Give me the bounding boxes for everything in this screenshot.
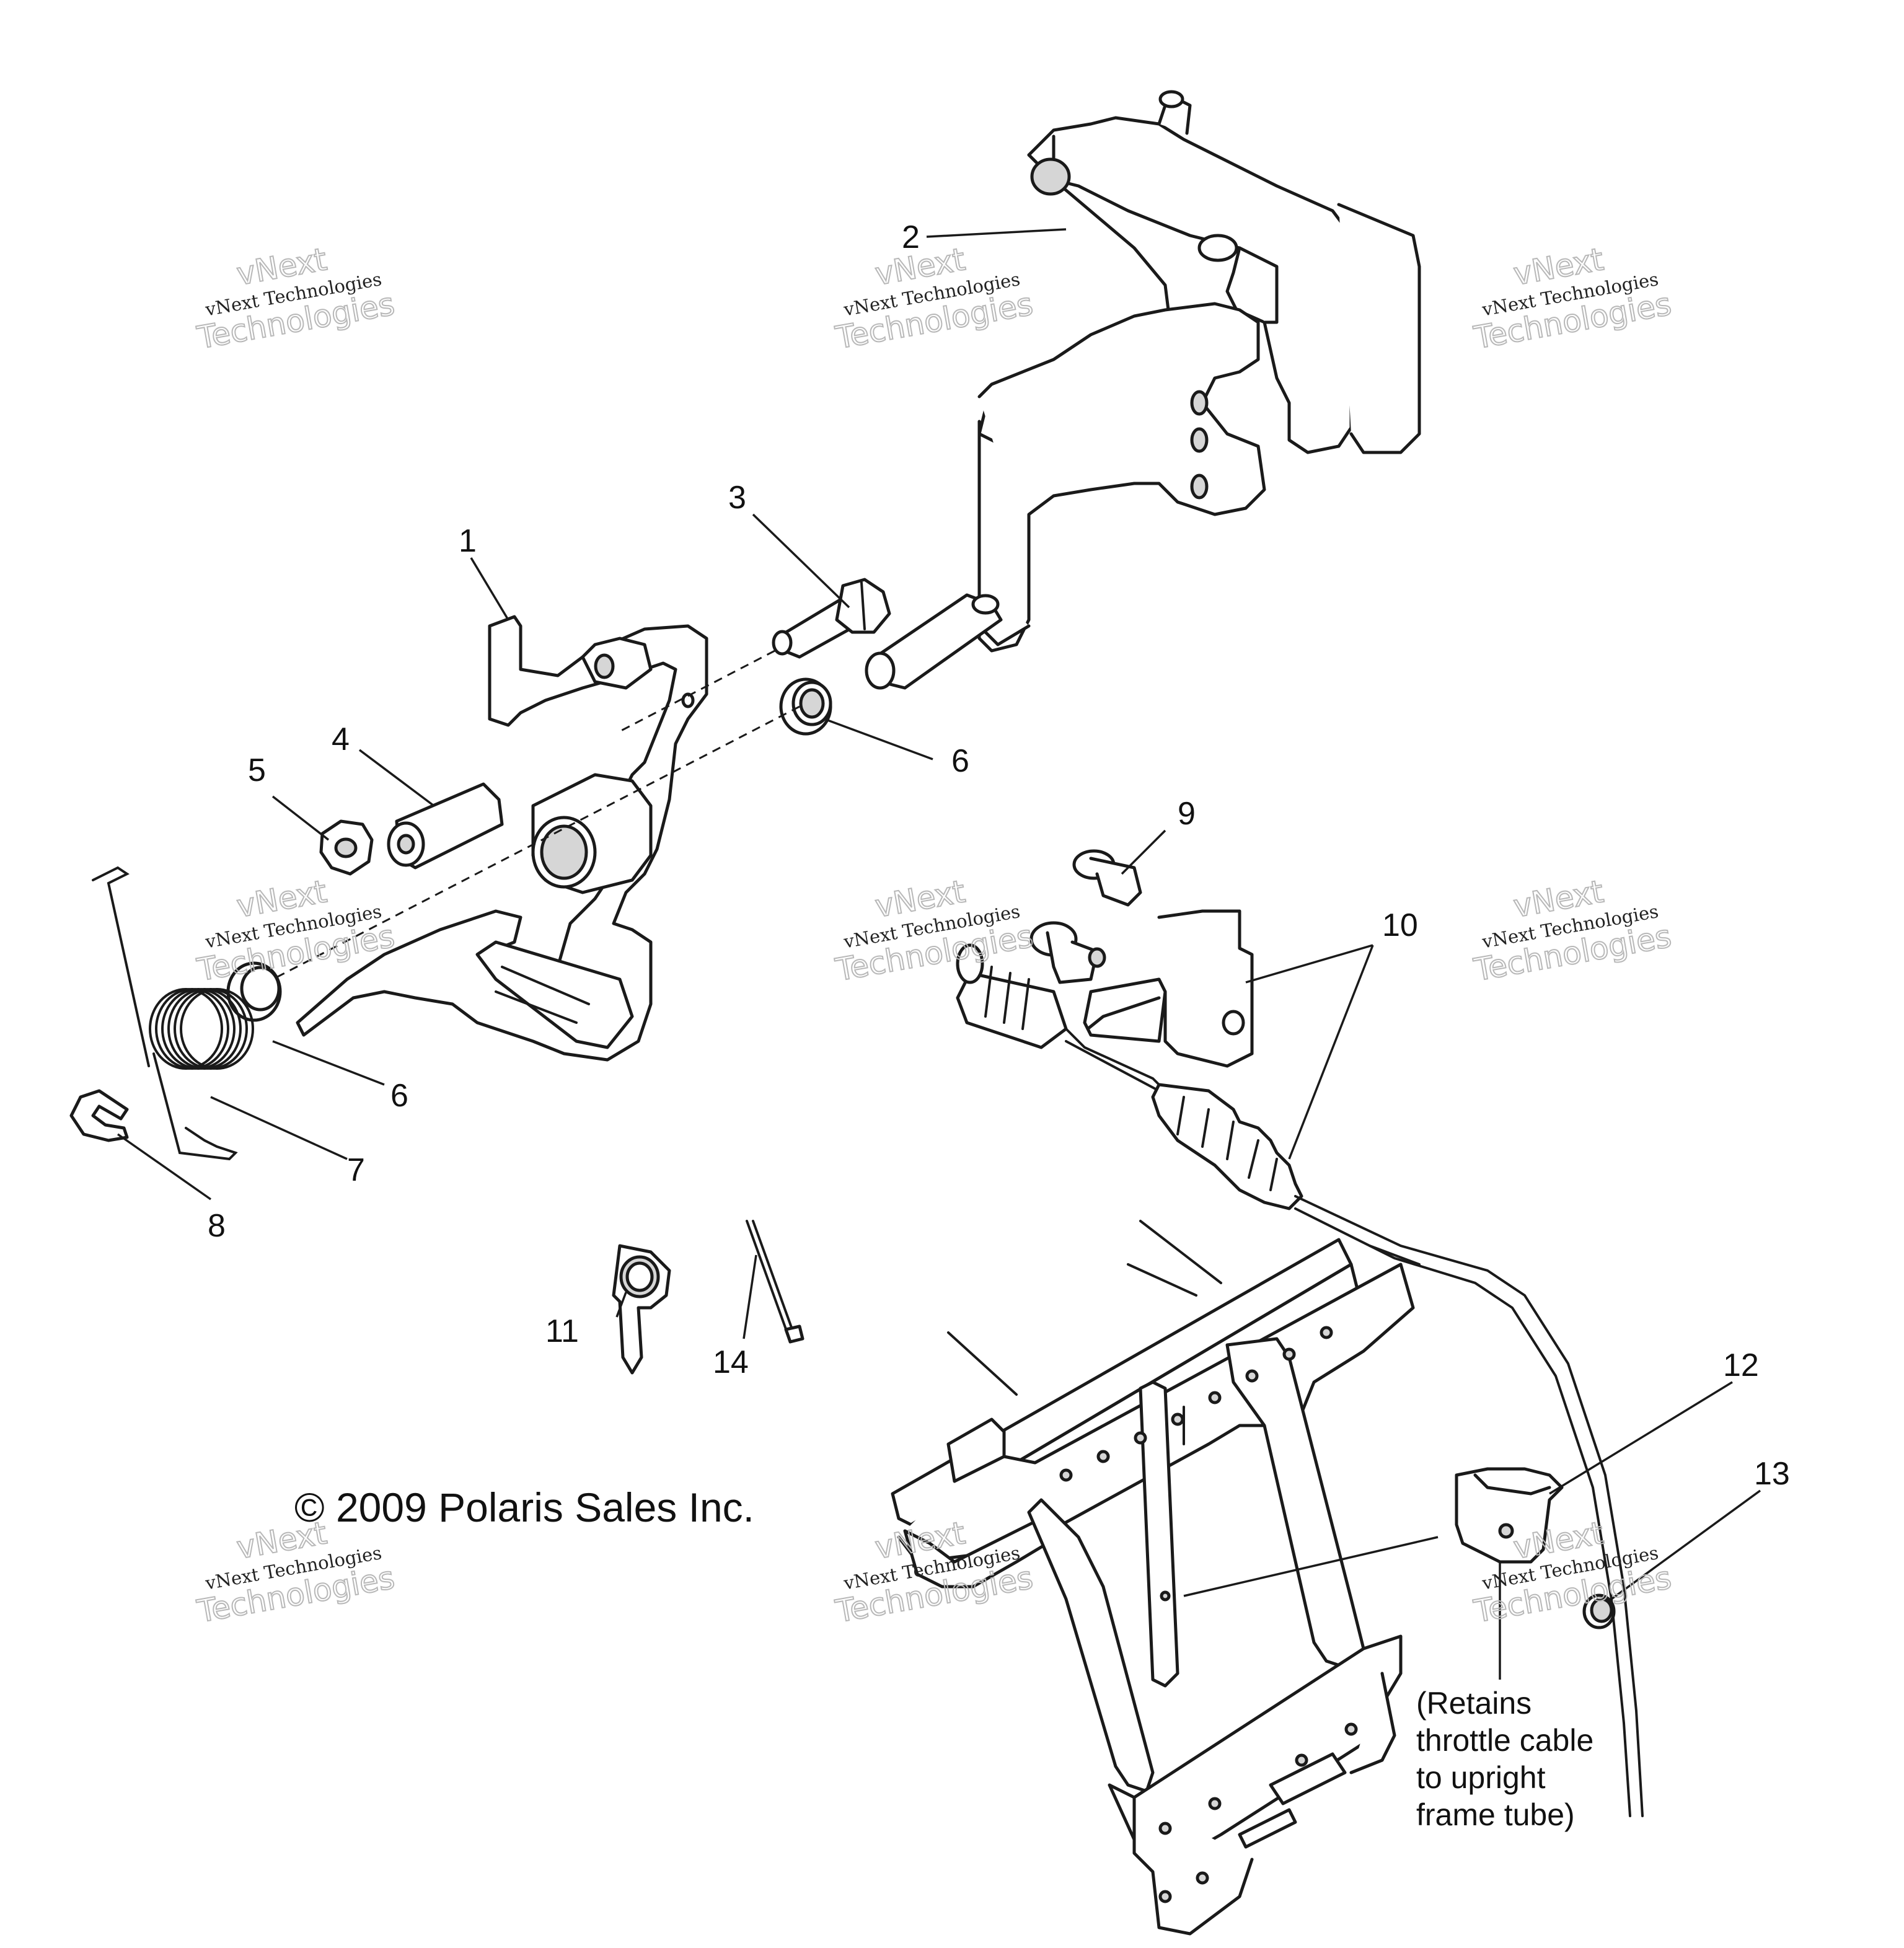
callout-14: 14 bbox=[713, 1344, 749, 1380]
callout-6-upper: 6 bbox=[951, 743, 969, 779]
sleeve-part-4 bbox=[387, 782, 504, 870]
callout-6-lower: 6 bbox=[390, 1078, 408, 1114]
cable-tie-part-14 bbox=[746, 1220, 804, 1344]
bolt-part-9 bbox=[1029, 849, 1142, 984]
callout-8: 8 bbox=[208, 1208, 226, 1244]
watermark-3: vNext vNext Technologies Technologies bbox=[1470, 240, 1674, 356]
bushing-part-6-upper bbox=[779, 677, 832, 736]
watermark-6: vNext vNext Technologies Technologies bbox=[1470, 873, 1674, 989]
callout-10: 10 bbox=[1382, 907, 1418, 943]
bolt-part-3 bbox=[772, 578, 891, 659]
callout-13: 13 bbox=[1754, 1456, 1790, 1492]
e-clip-part-8 bbox=[69, 1089, 129, 1142]
note-line-1: (Retains bbox=[1416, 1686, 1532, 1721]
copyright-notice: © 2009 Polaris Sales Inc. bbox=[294, 1484, 754, 1530]
callout-12: 12 bbox=[1723, 1347, 1759, 1383]
callout-9: 9 bbox=[1178, 796, 1196, 832]
callout-3: 3 bbox=[728, 480, 746, 516]
callout-1: 1 bbox=[459, 523, 477, 559]
upright-frame bbox=[891, 1220, 1421, 1936]
pivot-pin bbox=[865, 593, 1003, 690]
clip-part-11 bbox=[612, 1244, 671, 1375]
pedal-arm-part-1 bbox=[296, 615, 708, 1062]
callout-11: 11 bbox=[545, 1313, 579, 1349]
torsion-spring-part-7 bbox=[92, 866, 254, 1161]
retainer-note: (Retains throttle cable to upright frame… bbox=[1416, 1686, 1593, 1832]
callout-4: 4 bbox=[332, 721, 350, 757]
retainer-clip-part-12 bbox=[1455, 1467, 1564, 1564]
watermark-5: vNext vNext Technologies Technologies bbox=[832, 873, 1036, 989]
assembly-axis-line-upper bbox=[272, 705, 800, 981]
throttle-cable-part-10 bbox=[956, 909, 1644, 1817]
note-line-3: to upright bbox=[1416, 1760, 1546, 1795]
note-line-2: throttle cable bbox=[1416, 1723, 1593, 1758]
callout-2: 2 bbox=[902, 219, 920, 255]
grommet-part-13 bbox=[1582, 1593, 1616, 1629]
callout-7: 7 bbox=[347, 1152, 365, 1188]
callout-numbers: 1 2 3 4 5 6 6 7 8 9 10 11 12 13 14 bbox=[208, 219, 1790, 1492]
watermark-1: vNext vNext Technologies Technologies bbox=[193, 240, 397, 356]
callout-5: 5 bbox=[248, 752, 266, 788]
nut-part-5 bbox=[319, 819, 374, 876]
leader-lines bbox=[117, 228, 1761, 1680]
mounting-bracket-part-2 bbox=[977, 90, 1421, 653]
note-line-4: frame tube) bbox=[1416, 1797, 1575, 1832]
